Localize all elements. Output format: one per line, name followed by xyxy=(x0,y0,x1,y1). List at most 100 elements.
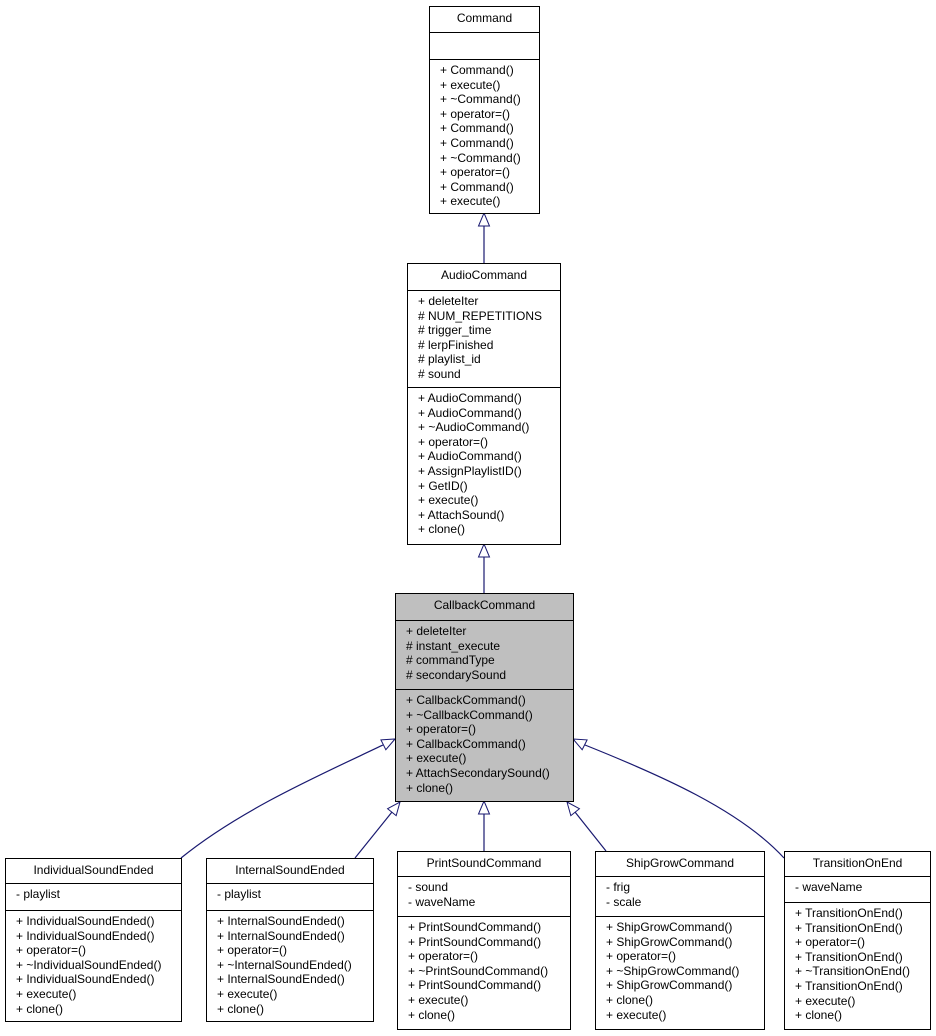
method: + ~Command() xyxy=(440,92,521,107)
inheritance-edge-transition-on-end xyxy=(571,738,785,859)
attribute: - sound xyxy=(408,880,449,894)
class-box-print-sound-command[interactable]: PrintSoundCommand- sound- waveName+ Prin… xyxy=(397,851,571,1030)
attributes-section: - frig- scale xyxy=(596,876,764,916)
hollow-arrowhead-icon xyxy=(386,800,401,817)
attribute: + deleteIter xyxy=(418,294,479,308)
method: + TransitionOnEnd() xyxy=(795,906,903,920)
attribute: # sound xyxy=(418,366,461,381)
hollow-arrowhead-icon xyxy=(566,800,581,817)
method: + ~Command() xyxy=(440,150,521,165)
method: + clone() xyxy=(408,1007,456,1022)
method: + CallbackCommand() xyxy=(406,693,526,707)
class-box-callback-command[interactable]: CallbackCommand + deleteIter# instant_exe… xyxy=(395,593,574,802)
class-name: PrintSoundCommand xyxy=(426,856,542,870)
attributes-section: - waveName xyxy=(785,876,930,902)
method: + operator=() xyxy=(606,949,677,964)
attribute: - waveName xyxy=(408,894,476,909)
attribute: - waveName xyxy=(795,880,863,894)
method: + execute() xyxy=(217,986,278,1001)
method: + execute() xyxy=(440,77,501,92)
method: + AudioCommand() xyxy=(418,449,522,464)
methods-section: + Command()+ execute()+ ~Command()+ oper… xyxy=(430,59,539,213)
methods-section: + PrintSoundCommand()+ PrintSoundCommand… xyxy=(398,916,570,1029)
method: + InternalSoundEnded() xyxy=(217,928,345,943)
method: + Command() xyxy=(440,135,514,150)
method: + execute() xyxy=(406,751,467,766)
method: + clone() xyxy=(217,1001,265,1016)
method: + IndividualSoundEnded() xyxy=(16,928,155,943)
class-box-individual-sound-ended[interactable]: IndividualSoundEnded - playlist + Individu… xyxy=(5,858,182,1022)
hollow-arrowhead-icon xyxy=(380,738,397,751)
edge-line xyxy=(180,744,384,859)
hollow-arrowhead-icon xyxy=(477,542,491,558)
method: + execute() xyxy=(795,993,856,1008)
method: + clone() xyxy=(606,992,654,1007)
method: + ~AudioCommand() xyxy=(418,420,530,435)
attribute: - playlist xyxy=(217,887,262,901)
edge-line xyxy=(354,811,393,859)
methods-section: + TransitionOnEnd()+ TransitionOnEnd()+ … xyxy=(785,902,930,1029)
class-name: IndividualSoundEnded xyxy=(33,863,154,877)
method: + operator=() xyxy=(440,165,511,180)
method: + execute() xyxy=(16,986,77,1001)
method: + CallbackCommand() xyxy=(406,736,526,751)
method: + TransitionOnEnd() xyxy=(795,949,903,964)
method: + IndividualSoundEnded() xyxy=(16,914,155,928)
method: + operator=() xyxy=(418,434,489,449)
method: + execute() xyxy=(606,1007,667,1022)
method: + execute() xyxy=(440,194,501,209)
methods-section: + CallbackCommand()+ ~CallbackCommand()+… xyxy=(396,689,573,801)
attribute: # trigger_time xyxy=(418,323,492,338)
method: + execute() xyxy=(418,493,479,508)
methods-section: + IndividualSoundEnded()+ IndividualSoun… xyxy=(6,910,181,1021)
methods-section: + AudioCommand()+ AudioCommand()+ ~Audio… xyxy=(408,387,560,544)
attribute: # NUM_REPETITIONS xyxy=(418,308,543,323)
method: + PrintSoundCommand() xyxy=(408,934,542,949)
methods-section: + ShipGrowCommand()+ ShipGrowCommand()+ … xyxy=(596,916,764,1029)
edge-line xyxy=(574,811,607,852)
method: + GetID() xyxy=(418,478,468,493)
class-box-ship-grow-command[interactable]: ShipGrowCommand - frig- scale+ ShipGrowCo… xyxy=(595,851,765,1030)
inheritance-edge-internal-sound-ended xyxy=(354,800,401,859)
attribute: # playlist_id xyxy=(418,352,481,367)
class-box-internal-sound-ended[interactable]: InternalSoundEnded- playlist+ InternalSo… xyxy=(206,858,374,1022)
class-name: CallbackCommand xyxy=(433,598,536,612)
hollow-arrowhead-icon xyxy=(477,211,491,227)
attribute: - playlist xyxy=(16,887,61,901)
class-box-command[interactable]: Command+ Command()+ execute()+ ~Command(… xyxy=(429,6,540,214)
class-box-audio-command[interactable]: AudioCommand+ deleteIter# NUM_REPETITION… xyxy=(407,263,561,545)
method: + operator=() xyxy=(440,106,511,121)
method: + clone() xyxy=(16,1001,64,1016)
inheritance-edge-audio-command xyxy=(477,211,491,263)
attribute: # secondarySound xyxy=(406,667,507,682)
attributes-section xyxy=(430,32,539,59)
method: + AttachSecondarySound() xyxy=(406,765,550,780)
method: + operator=() xyxy=(16,943,87,958)
inheritance-edge-ship-grow-command xyxy=(566,800,607,852)
method: + execute() xyxy=(408,992,469,1007)
method: + ~CallbackCommand() xyxy=(406,707,533,722)
hollow-arrowhead-icon xyxy=(477,799,491,815)
method: + operator=() xyxy=(217,943,288,958)
attribute: - frig xyxy=(606,880,630,894)
method: + PrintSoundCommand() xyxy=(408,920,542,934)
attributes-section: + deleteIter# NUM_REPETITIONS# trigger_t… xyxy=(408,290,560,387)
method: + ~IndividualSoundEnded() xyxy=(16,957,162,972)
method: + Command() xyxy=(440,179,514,194)
method: + clone() xyxy=(795,1008,843,1023)
class-box-transition-on-end[interactable]: TransitionOnEnd- waveName+ TransitionOnE… xyxy=(784,851,931,1030)
attributes-section: + deleteIter# instant_execute# commandTy… xyxy=(396,620,573,689)
method: + TransitionOnEnd() xyxy=(795,978,903,993)
method: + InternalSoundEnded() xyxy=(217,914,345,928)
hollow-arrowhead-icon xyxy=(571,738,588,751)
method: + ~PrintSoundCommand() xyxy=(408,963,549,978)
method: + ~TransitionOnEnd() xyxy=(795,964,910,979)
class-name: ShipGrowCommand xyxy=(625,856,735,870)
attributes-section: - sound- waveName xyxy=(398,876,570,916)
inheritance-edge-individual-sound-ended xyxy=(180,738,397,859)
attributes-section: - playlist xyxy=(207,883,373,910)
method: + AttachSound() xyxy=(418,507,505,522)
inheritance-edge-print-sound-command xyxy=(477,799,491,851)
method: + operator=() xyxy=(795,935,866,950)
method: + Command() xyxy=(440,63,514,77)
